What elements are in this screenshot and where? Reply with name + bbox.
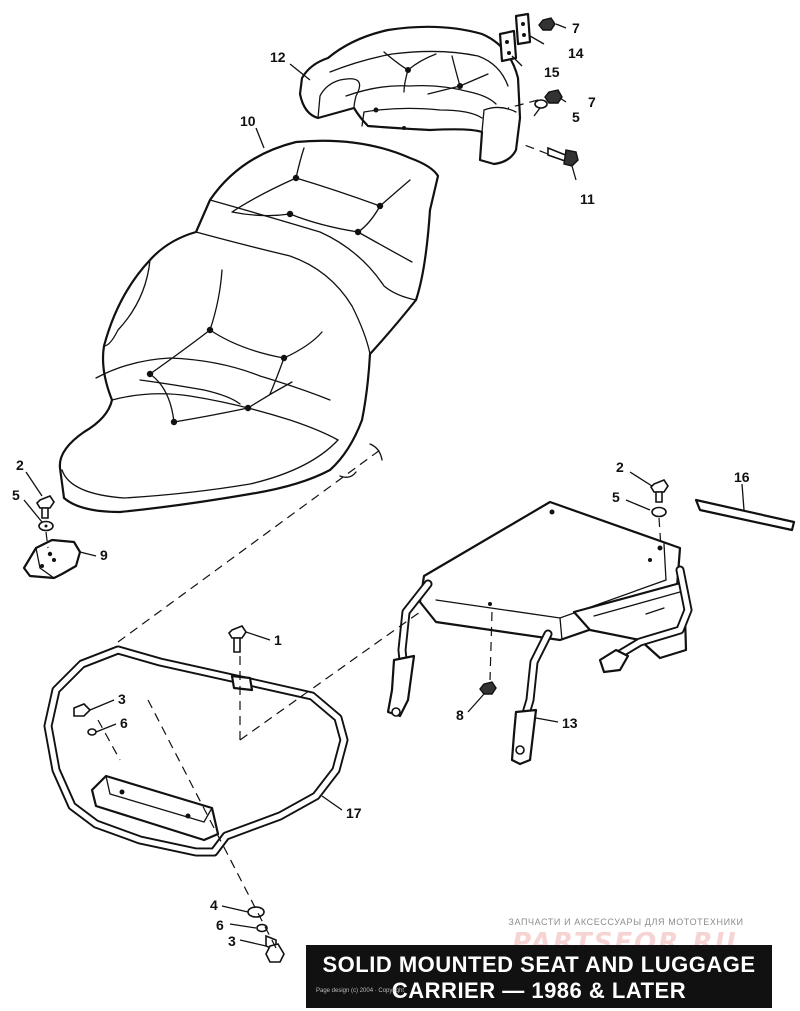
callout-3-bottom: 3	[228, 933, 236, 949]
callout-12: 12	[270, 49, 286, 65]
callout-9: 9	[100, 547, 108, 563]
seat-rail	[43, 645, 349, 857]
leader-lines	[23, 23, 745, 947]
callout-17: 17	[346, 805, 362, 821]
copyright-text: Page design (c) 2004 · Copyright	[316, 988, 405, 994]
callout-7-mid: 7	[588, 94, 596, 110]
strip	[694, 498, 796, 532]
seat-bracket	[22, 538, 82, 580]
backrest	[298, 25, 522, 166]
carrier-hardware	[479, 479, 669, 695]
callout-10: 10	[240, 113, 256, 129]
callout-2-left: 2	[16, 457, 24, 473]
title-line-1: SOLID MOUNTED SEAT AND LUGGAGE	[322, 952, 756, 977]
luggage-carrier	[386, 500, 693, 766]
callout-14: 14	[568, 45, 584, 61]
callout-6-bottom: 6	[216, 917, 224, 933]
callout-15: 15	[544, 64, 560, 80]
callout-4: 4	[210, 897, 218, 913]
watermark-text: ЗАПЧАСТИ И АКСЕССУАРЫ ДЛЯ МОТОТЕХНИКИ	[508, 917, 744, 927]
callout-16: 16	[734, 469, 750, 485]
callout-5-left: 5	[12, 487, 20, 503]
callout-labels: 7 14 15 7 5 11 12 10 2 5 9 2 5 16 1 3 6 …	[12, 20, 750, 949]
callout-5-right: 5	[612, 489, 620, 505]
callout-2-right: 2	[616, 459, 624, 475]
backrest-bracket-15	[498, 29, 518, 63]
backrest-bracket-14	[514, 12, 532, 46]
callout-3-left: 3	[118, 691, 126, 707]
seat-rail-hardware	[73, 625, 285, 963]
callout-8: 8	[456, 707, 464, 723]
callout-13: 13	[562, 715, 578, 731]
seat-bracket-hardware	[35, 495, 55, 532]
callout-1: 1	[274, 632, 282, 648]
title-line-2: CARRIER — 1986 & LATER	[391, 978, 687, 1003]
alignment-lines	[45, 99, 662, 949]
callout-7-top: 7	[572, 20, 580, 36]
title-box: SOLID MOUNTED SEAT AND LUGGAGE CARRIER —…	[306, 945, 772, 1008]
seat	[58, 139, 440, 514]
callout-6-left: 6	[120, 715, 128, 731]
callout-11: 11	[580, 191, 595, 207]
backrest-hardware	[534, 17, 579, 167]
callout-5-top: 5	[572, 109, 580, 125]
